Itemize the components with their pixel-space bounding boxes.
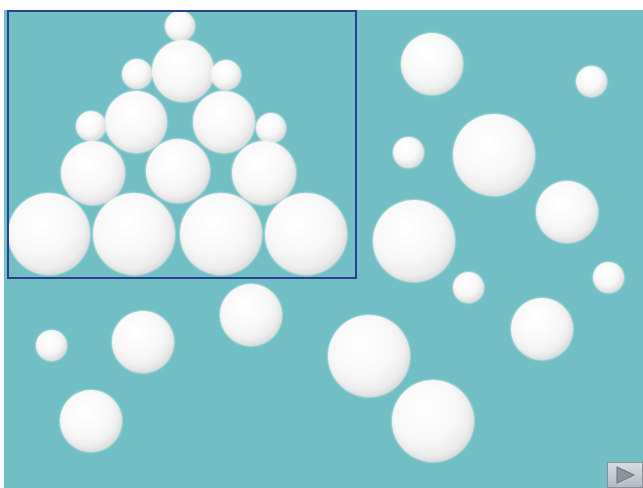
play-triangle-icon [614,466,636,484]
snowball[interactable] [256,113,286,143]
next-button[interactable] [607,462,643,488]
snowball[interactable] [373,200,455,282]
snowball[interactable] [265,193,347,275]
snowball[interactable] [392,380,474,462]
snowball[interactable] [165,11,195,41]
snowball[interactable] [453,114,535,196]
snowball[interactable] [220,284,282,346]
snowball[interactable] [401,33,463,95]
snowball[interactable] [8,193,90,275]
snowball[interactable] [152,40,214,102]
snowball[interactable] [180,193,262,275]
snowball[interactable] [453,272,484,303]
snowball[interactable] [232,141,296,205]
snowball[interactable] [328,315,410,397]
snowball[interactable] [36,330,67,361]
snowball[interactable] [393,137,424,168]
snowball[interactable] [211,60,241,90]
snowball[interactable] [593,262,624,293]
snowball[interactable] [122,59,152,89]
snowball[interactable] [112,311,174,373]
snowball[interactable] [511,298,573,360]
snowball[interactable] [146,139,210,203]
snowball[interactable] [61,141,125,205]
snowball[interactable] [60,390,122,452]
snowball[interactable] [93,193,175,275]
snowball[interactable] [76,111,106,141]
snowball[interactable] [576,66,607,97]
snowball[interactable] [536,181,598,243]
snowball[interactable] [105,91,167,153]
snowball[interactable] [193,91,255,153]
